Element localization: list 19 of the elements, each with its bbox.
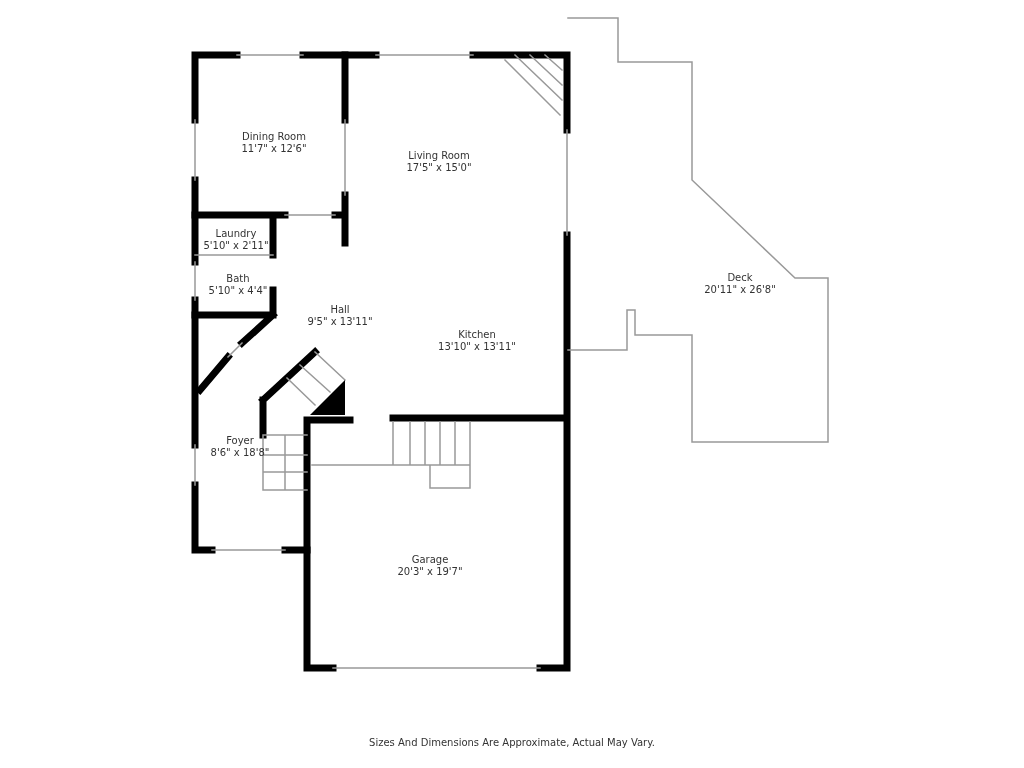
disclaimer-note: Sizes And Dimensions Are Approximate, Actual May Vary.: [369, 737, 655, 748]
room-dimensions: 11'7" x 12'6": [241, 143, 307, 155]
room-name: Hall: [329, 304, 351, 316]
room-name: Living Room: [407, 150, 471, 162]
room-dimensions: 13'10" x 13'11": [438, 341, 516, 353]
room-dimensions: 9'5" x 13'11": [307, 316, 373, 328]
room-name: Dining Room: [241, 131, 307, 143]
room-dimensions: 17'5" x 15'0": [406, 162, 472, 174]
room-dimensions: 8'6" x 18'8": [210, 447, 270, 459]
room-name: Garage: [410, 554, 450, 566]
room-dimensions: 20'3" x 19'7": [397, 566, 463, 578]
room-name: Laundry: [214, 228, 258, 240]
room-name: Foyer: [225, 435, 255, 447]
room-name: Kitchen: [457, 329, 497, 341]
room-dimensions: 20'11" x 26'8": [704, 284, 776, 296]
room-dimensions: 5'10" x 4'4": [208, 285, 268, 297]
room-name: Bath: [225, 273, 251, 285]
room-name: Deck: [726, 272, 754, 284]
room-dimensions: 5'10" x 2'11": [203, 240, 269, 252]
